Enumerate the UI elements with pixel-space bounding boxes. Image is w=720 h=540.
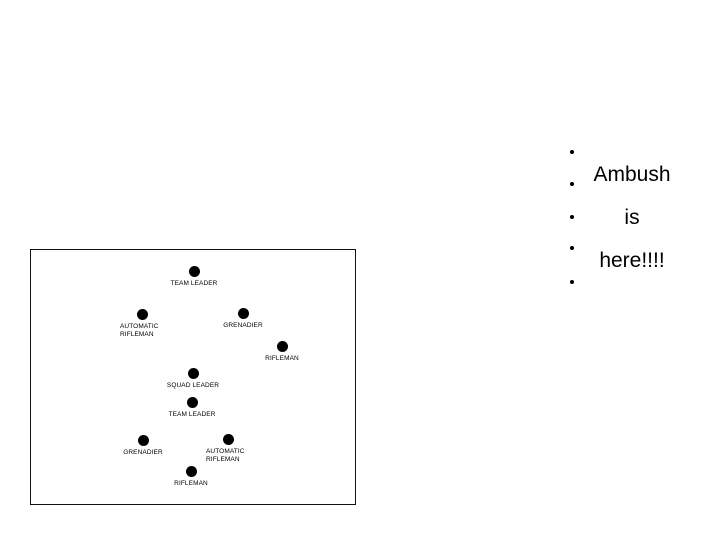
role-label: AUTOMATIC RIFLEMAN (120, 323, 159, 338)
position-dot (187, 367, 199, 379)
position-dot (136, 308, 148, 320)
squad-formation-diagram: TEAM LEADER AUTOMATIC RIFLEMAN GRENADIER… (30, 249, 356, 505)
role-label: GRENADIER (223, 322, 263, 329)
role-label: RIFLEMAN (174, 480, 208, 487)
bullet-icon (570, 182, 574, 186)
bullet-icon (570, 280, 574, 284)
position-dot (188, 265, 200, 277)
role-label: TEAM LEADER (168, 411, 216, 418)
bullet-icon (570, 215, 574, 219)
role-label: RIFLEMAN (265, 355, 299, 362)
bullet-text: here!!!! (599, 249, 665, 272)
role-label: TEAM LEADER (170, 280, 218, 287)
position-dot (222, 433, 234, 445)
role-label: GRENADIER (123, 449, 163, 456)
role-label: SQUAD LEADER (166, 382, 220, 389)
role-label: AUTOMATIC RIFLEMAN (206, 448, 245, 463)
bullet-icon (570, 246, 574, 250)
position-dot (276, 340, 288, 352)
position-dot (237, 307, 249, 319)
position-dot (137, 434, 149, 446)
bullet-icon (570, 150, 574, 154)
bullet-text: is (624, 206, 640, 229)
position-dot (185, 465, 197, 477)
position-dot (186, 396, 198, 408)
bullet-text: Ambush (593, 163, 671, 186)
